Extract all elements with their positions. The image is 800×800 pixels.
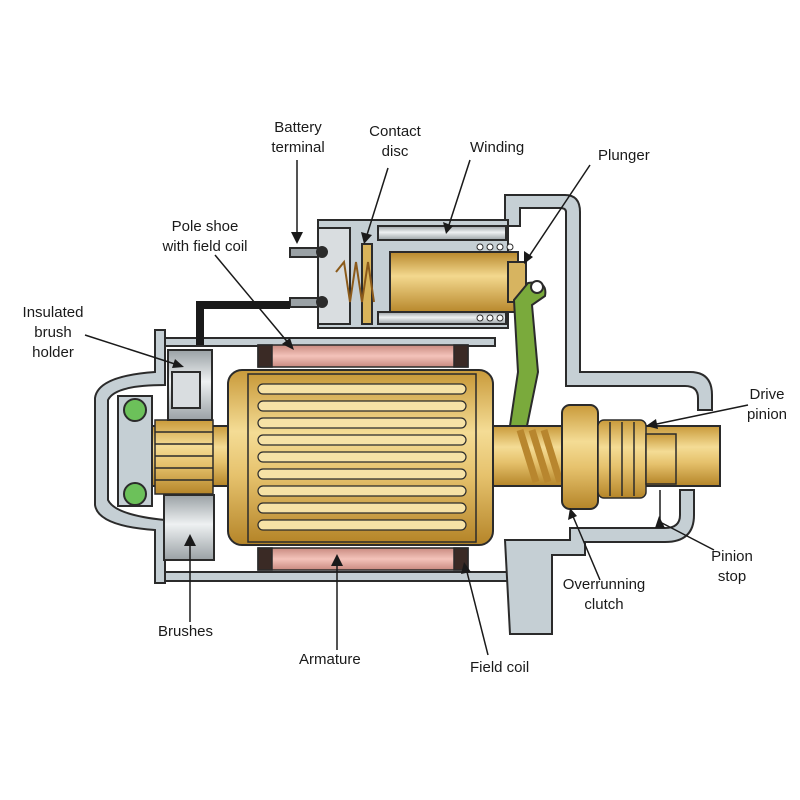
field-coils [257, 344, 469, 571]
plunger-body [389, 251, 519, 313]
battery-terminal-post [289, 247, 319, 258]
label-pinion-stop-line1: Pinion [711, 548, 753, 565]
label-drive-pinion-line2: pinion [746, 406, 788, 423]
label-brushes: Brushes [158, 623, 214, 640]
label-drive-pinion-line1: Drive [749, 386, 785, 403]
label-field-coil: Field coil [470, 659, 530, 676]
label-pinion-stop: Pinion stop [700, 547, 764, 587]
label-overrunning-clutch-line1: Overrunning [562, 576, 646, 593]
label-pole-shoe-line2: with field coil [162, 238, 248, 255]
label-contact-disc-line1: Contact [369, 123, 421, 140]
label-insulated-brush-holder-line2: brush [34, 324, 72, 341]
label-battery-terminal: Battery terminal [258, 118, 338, 158]
leader-insulated-brush-holder [84, 334, 179, 366]
field-coil-bottom [257, 547, 469, 571]
winding-top [377, 225, 507, 241]
overrunning-clutch [516, 404, 599, 510]
label-battery-terminal-line2: terminal [271, 139, 325, 156]
arrowhead-battery-terminal [291, 232, 303, 244]
label-drive-pinion: Drive pinion [735, 385, 799, 425]
leader-lines [84, 159, 749, 656]
drive-pinion [597, 419, 677, 499]
leader-overrunning-clutch [571, 513, 601, 581]
label-insulated-brush-holder-line1: Insulated [22, 304, 84, 321]
label-plunger: Plunger [598, 147, 650, 164]
clutch-shape [561, 404, 599, 510]
arrowheads [172, 222, 665, 574]
commutator [154, 419, 214, 495]
leader-winding [447, 159, 471, 229]
leader-pole-shoe [214, 254, 291, 346]
label-contact-disc: Contact disc [355, 122, 435, 162]
brush-lower [163, 494, 215, 561]
leader-field-coil [465, 567, 489, 656]
leader-contact-disc [365, 167, 389, 239]
label-armature: Armature [299, 651, 361, 668]
label-overrunning-clutch: Overrunning clutch [548, 575, 660, 615]
label-pinion-stop-line2: stop [717, 568, 747, 585]
armature-core [227, 369, 494, 546]
leader-drive-pinion [651, 404, 749, 426]
solenoid [196, 219, 527, 345]
label-battery-terminal-line1: Battery [274, 119, 322, 136]
label-pole-shoe-line1: Pole shoe [171, 218, 239, 235]
field-coil-top [257, 344, 469, 368]
label-insulated-brush-holder: Insulated brush holder [8, 303, 98, 363]
leader-plunger [527, 164, 591, 259]
label-winding: Winding [470, 139, 525, 156]
label-insulated-brush-holder-line3: holder [32, 344, 74, 361]
bearing [117, 395, 153, 507]
leader-pinion-stop [659, 521, 715, 551]
label-pole-shoe: Pole shoe with field coil [140, 217, 270, 257]
label-overrunning-clutch-line2: clutch [584, 596, 624, 613]
label-contact-disc-line2: disc [381, 143, 409, 160]
